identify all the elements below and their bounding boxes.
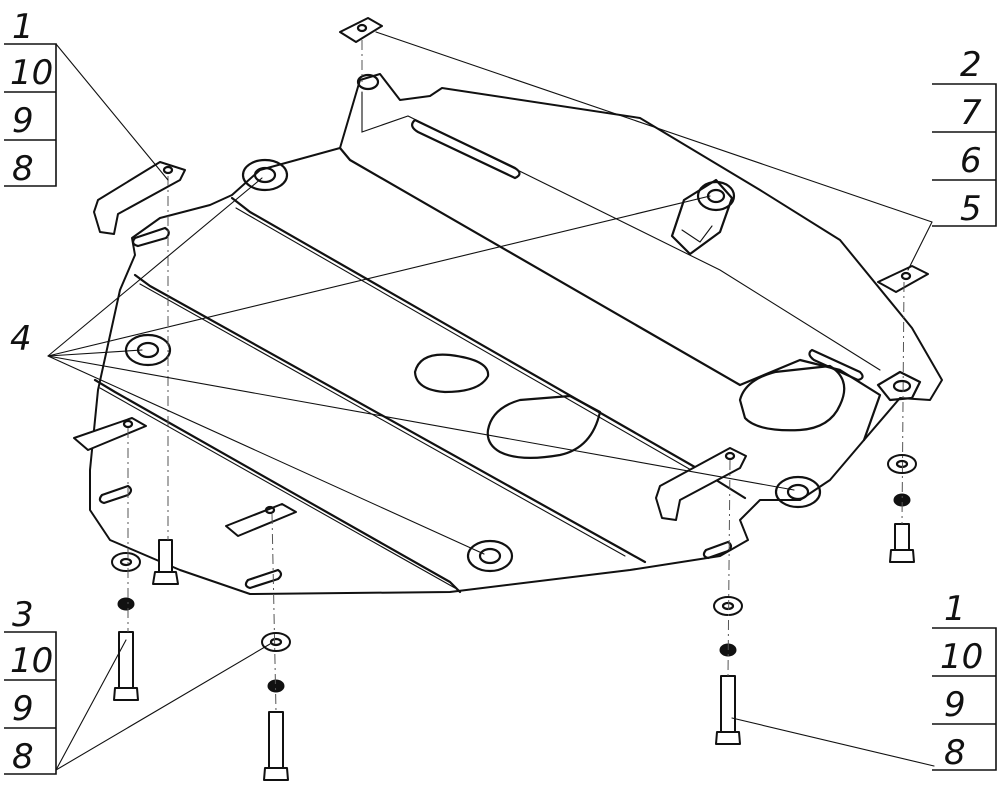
- callout-left-label-text: 4: [10, 319, 32, 359]
- mounting-brackets: [73, 17, 929, 537]
- callout-bottom-right-row-1: 10: [940, 637, 983, 677]
- callout-bottom-left-main: 3: [12, 595, 34, 635]
- leader-lines: [47, 31, 935, 771]
- plate-grommets: [124, 158, 822, 573]
- callout-top-left-row-2: 9: [12, 101, 34, 141]
- callout-bottom-left: 3 10 9 8: [4, 595, 57, 777]
- callout-left-label: 4: [10, 319, 32, 359]
- callout-top-left-main: 1: [12, 7, 34, 47]
- callout-top-right: 2 7 6 5: [932, 45, 997, 229]
- callout-top-right-main: 2: [960, 45, 982, 85]
- callout-top-right-row-1: 7: [960, 93, 982, 133]
- alignment-lines: [127, 40, 905, 713]
- callout-top-left: 1 10 9 8: [4, 7, 57, 189]
- skid-plate: [89, 73, 943, 595]
- callout-bottom-left-row-2: 9: [12, 689, 34, 729]
- callout-bottom-left-row-3: 8: [12, 737, 34, 777]
- callout-bottom-right-row-3: 8: [944, 733, 966, 773]
- callout-bottom-right-main: 1: [944, 589, 966, 629]
- callout-top-left-row-3: 8: [12, 149, 34, 189]
- callout-top-right-row-3: 5: [960, 189, 982, 229]
- callout-bottom-right: 1 10 9 8: [932, 589, 997, 773]
- callout-top-right-row-2: 6: [960, 141, 982, 181]
- callout-bottom-left-row-1: 10: [10, 641, 53, 681]
- callout-bottom-right-row-2: 9: [944, 685, 966, 725]
- callout-top-left-row-1: 10: [10, 53, 53, 93]
